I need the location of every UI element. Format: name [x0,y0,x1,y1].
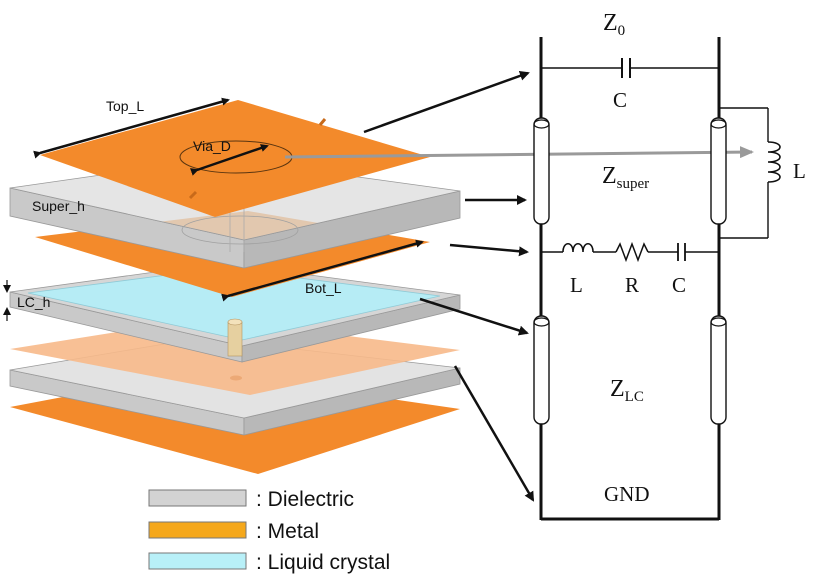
via-post [227,318,243,381]
legend-item-liquid-crystal: : Liquid crystal [148,551,390,574]
zlc-transmission-right [710,315,727,425]
equivalent-circuit: Z0 C Zsuper L [533,10,806,521]
arrow-via-to-inductor [284,146,754,159]
legend-swatch-liquid-crystal [148,552,247,570]
bottom-length-label: Bot_L [305,280,342,296]
legend: : Dielectric : Metal : Liquid crystal [148,488,390,574]
shunt-inductor [719,107,781,239]
ground-label: GND [604,482,650,506]
top-capacitor-label: C [613,88,627,112]
series-resistor-label: R [625,273,639,297]
top-length-dimension [33,97,230,159]
z0-label: Z0 [603,10,625,39]
series-rlc [541,241,719,263]
via-diameter-label: Via_D [193,138,231,154]
lc-height-label: LC_h [17,294,50,310]
shunt-inductor-label: L [793,159,806,183]
zlc-label: ZLC [610,376,644,405]
zsuper-transmission-right [710,117,727,225]
dimension-annotations: Top_L Via_D Super_h Bot_L LC_h [3,97,424,321]
via-diameter-dimension [190,144,269,176]
zsuper-transmission-left [533,117,550,225]
bottom-length-dimension [221,239,424,302]
pointer-arrows [284,71,754,502]
top-length-label: Top_L [106,98,144,114]
arrow-ground-to-gnd [453,365,535,502]
legend-swatch-metal [148,521,247,539]
arrow-lc-to-zlc [419,297,529,336]
series-capacitor-label: C [672,273,686,297]
superstrate-height-label: Super_h [32,198,85,214]
legend-item-metal: : Metal [148,520,319,543]
zlc-transmission-left [533,315,550,425]
legend-label-metal: : Metal [256,520,319,543]
arrow-top-metal-to-capacitor [363,71,530,134]
series-inductor-label: L [570,273,583,297]
top-capacitor [541,58,719,78]
legend-label-dielectric: : Dielectric [256,488,354,511]
legend-swatch-dielectric [148,489,247,507]
arrow-patch-to-rlc [449,243,529,257]
zsuper-label: Zsuper [602,163,649,192]
legend-item-dielectric: : Dielectric [148,488,354,511]
legend-label-liquid-crystal: : Liquid crystal [256,551,390,574]
